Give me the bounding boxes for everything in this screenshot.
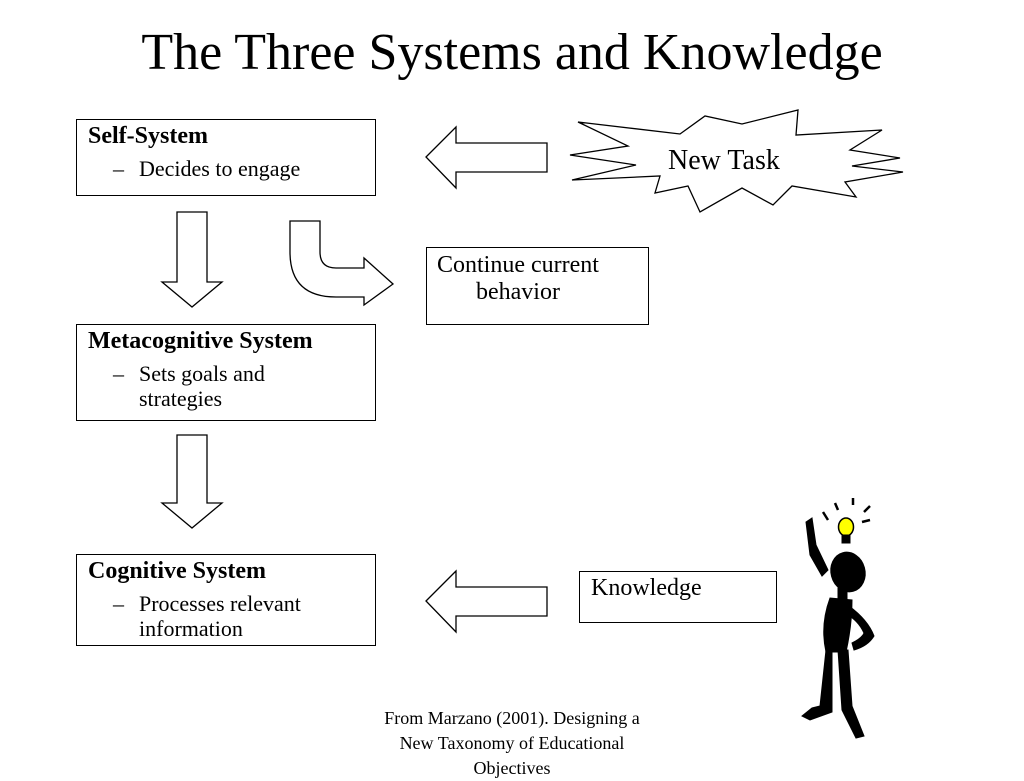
self-system-bullet: – Decides to engage — [113, 156, 301, 181]
continue-behavior-box: Continue current behavior — [426, 247, 649, 325]
source-caption: From Marzano (2001). Designing a New Tax… — [366, 706, 658, 781]
bullet-dash: – — [113, 156, 124, 181]
caption-line: New Taxonomy of Educational — [399, 733, 625, 753]
caption-line: Objectives — [473, 758, 551, 778]
continue-line-2: behavior — [476, 279, 560, 305]
metacognitive-system-heading: Metacognitive System — [88, 328, 313, 354]
caption-line: From Marzano (2001). Designing a — [384, 708, 640, 728]
left-arrow-icon — [425, 125, 548, 190]
metacognitive-system-bullet: – Sets goals and strategies — [113, 361, 265, 411]
bullet-dash: – — [113, 361, 124, 386]
bullet-line: strategies — [139, 386, 223, 411]
continue-line-1: Continue current — [437, 252, 599, 278]
bullet-line: Decides to engage — [139, 156, 301, 181]
knowledge-box: Knowledge — [579, 571, 777, 623]
left-arrow-icon — [425, 569, 548, 634]
cognitive-system-box: Cognitive System – Processes relevant in… — [76, 554, 376, 646]
cognitive-system-bullet: – Processes relevant information — [113, 591, 301, 641]
page-title: The Three Systems and Knowledge — [141, 24, 883, 81]
metacognitive-system-box: Metacognitive System – Sets goals and st… — [76, 324, 376, 421]
cognitive-system-heading: Cognitive System — [88, 558, 266, 584]
down-arrow-icon — [160, 211, 224, 308]
down-arrow-icon — [160, 434, 224, 529]
new-task-label: New Task — [668, 145, 780, 176]
bullet-dash: – — [113, 591, 124, 616]
self-system-heading: Self-System — [88, 123, 208, 149]
explosion-burst-icon — [569, 109, 904, 213]
bent-arrow-icon — [289, 220, 395, 307]
bullet-line: Sets goals and — [139, 361, 265, 386]
light-rays — [821, 498, 871, 524]
bullet-line: Processes relevant — [139, 591, 301, 616]
lightbulb-icon — [837, 517, 855, 544]
idea-person-icon — [801, 498, 875, 739]
self-system-box: Self-System – Decides to engage — [76, 119, 376, 196]
knowledge-label: Knowledge — [591, 575, 702, 601]
bullet-line: information — [139, 616, 243, 641]
